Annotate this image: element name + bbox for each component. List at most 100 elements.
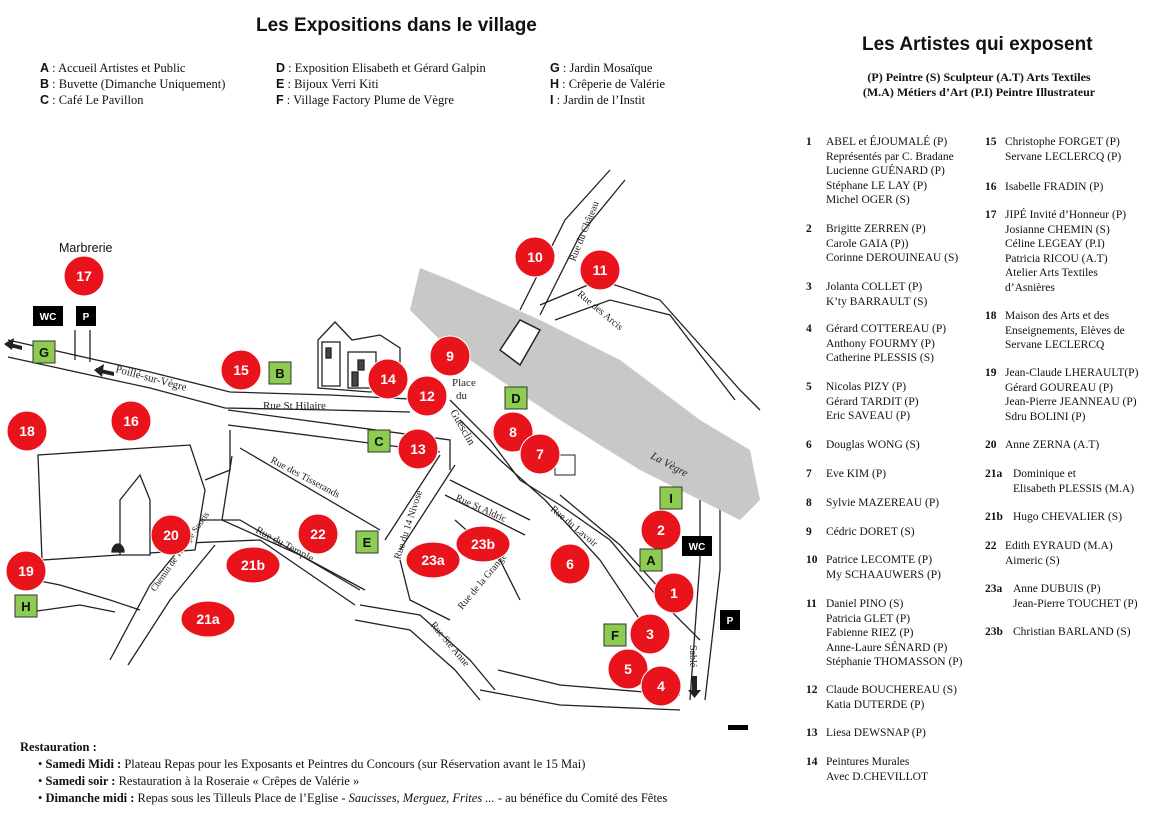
artist-names: ABEL et ÉJOUMALÉ (P)Représentés par C. B… <box>826 135 954 208</box>
artist-names: Gérard COTTEREAU (P)Anthony FOURMY (P)Ca… <box>826 322 946 366</box>
artist-number: 6 <box>806 439 812 451</box>
artist-name: Servane LECLERCQ <box>1005 339 1105 351</box>
place-marker-G <box>32 340 56 364</box>
artist-names: Liesa DEWSNAP (P) <box>826 726 926 741</box>
place-marker-label: I <box>669 491 673 506</box>
artist-entry-6: 6 Douglas WONG (S) <box>806 438 920 453</box>
street-tisserands: Rue des Tisserands <box>269 455 342 501</box>
category-line-2: (M.A) Métiers d’Art (P.I) Peintre Illust… <box>862 85 1096 99</box>
artist-name: Gérard GOUREAU (P) <box>1005 381 1113 394</box>
direction-arrows <box>4 338 701 698</box>
artist-number: 2 <box>806 223 812 235</box>
artist-entry-21b: 21b Hugo CHEVALIER (S) <box>985 510 1122 525</box>
artist-name: Patrice LECOMTE (P) <box>826 554 933 566</box>
artist-number: 10 <box>806 554 818 566</box>
artist-name: Jean-Pierre TOUCHET (P) <box>1013 597 1138 610</box>
exhibit-marker-label: 22 <box>310 526 326 542</box>
parking-label-left: P <box>83 312 90 323</box>
place-marker-F <box>603 623 627 647</box>
exhibit-marker-23b <box>455 525 511 563</box>
artist-name: Céline LEGEAY (P.I) <box>1005 238 1105 250</box>
artist-name: Claude BOUCHEREAU (S) <box>826 684 957 696</box>
exhibit-marker-4 <box>640 665 682 707</box>
artist-number: 21b <box>985 511 1003 523</box>
exhibit-marker-9 <box>429 335 471 377</box>
street-st-aldric: Rue St Aldric <box>454 493 509 525</box>
category-key: (P) Peintre (S) Sculpteur (A.T) Arts Tex… <box>814 70 1144 100</box>
legend-item-f: F : Village Factory Plume de Vègre <box>276 93 454 107</box>
street-arcis: Rue des Arcis <box>575 289 625 333</box>
exhibit-marker-label: 23b <box>471 536 495 552</box>
place-marker-label: D <box>511 391 520 406</box>
arrow-down-sable-icon <box>688 676 701 698</box>
artist-name: Aimeric (S) <box>1005 554 1060 567</box>
artist-number: 12 <box>806 684 818 696</box>
exhibit-marker-label: 1 <box>670 585 678 601</box>
exhibit-marker-label: 14 <box>380 371 396 387</box>
artist-name: Edith EYRAUD (M.A) <box>1005 540 1113 552</box>
artist-names: Jean-Claude LHERAULT(P) Gérard GOUREAU (P… <box>1005 366 1138 424</box>
exhibit-marker-label: 4 <box>657 678 665 694</box>
artist-names: Christian BARLAND (S) <box>1013 625 1131 640</box>
artist-name: Catherine PLESSIS (S) <box>826 352 934 364</box>
artist-name: Eric SAVEAU (P) <box>826 410 911 422</box>
artist-names: Edith EYRAUD (M.A) Aimeric (S) <box>1005 539 1113 568</box>
artist-name: Représentés par C. Bradane <box>826 150 954 163</box>
restauration-item-samedi-midi: • Samedi Midi : Plateau Repas pour les E… <box>38 757 586 771</box>
artist-number: 22 <box>985 540 997 552</box>
artist-name: Gérard COTTEREAU (P) <box>826 323 947 335</box>
exhibit-marker-label: 3 <box>646 626 654 642</box>
exhibit-marker-label: 17 <box>76 268 92 284</box>
exhibit-marker-20 <box>150 514 192 556</box>
place-marker-I <box>659 486 683 510</box>
artist-name: Jean-Claude LHERAULT(P) <box>1005 367 1139 379</box>
exhibit-marker-label: 2 <box>657 522 665 538</box>
exhibit-marker-23a <box>405 541 461 579</box>
exhibit-marker-21b <box>225 546 281 584</box>
artist-number: 5 <box>806 381 812 393</box>
artist-name: Atelier Arts Textiles <box>1005 267 1098 279</box>
exhibit-marker-label: 21b <box>241 557 265 573</box>
artist-names: Nicolas PIZY (P)Gérard TARDIT (P)Eric SA… <box>826 380 919 424</box>
artist-name: Douglas WONG (S) <box>826 439 920 451</box>
artist-entry-22: 22 Edith EYRAUD (M.A) Aimeric (S) <box>985 539 1113 568</box>
legend-item-a: A : Accueil Artistes et Public <box>40 61 186 75</box>
artist-entry-12: 12 Claude BOUCHEREAU (S) Katia DUTERDE (P) <box>806 683 957 712</box>
place-marker-E <box>355 530 379 554</box>
artist-name: Hugo CHEVALIER (S) <box>1013 511 1123 523</box>
exhibit-marker-label: 12 <box>419 388 435 404</box>
place-marker-label: H <box>21 599 30 614</box>
restauration-section: Restauration : • Samedi Midi : Plateau R… <box>20 739 667 807</box>
artist-names: Sylvie MAZEREAU (P) <box>826 496 939 511</box>
place-marker-label: G <box>39 345 49 360</box>
exhibit-marker-8 <box>492 411 534 453</box>
artist-name: Gérard TARDIT (P) <box>826 395 919 408</box>
exhibit-marker-13 <box>397 428 439 470</box>
artist-names: Claude BOUCHEREAU (S) Katia DUTERDE (P) <box>826 683 957 712</box>
artist-names: Isabelle FRADIN (P) <box>1005 180 1103 195</box>
street-place-2: du <box>456 390 468 402</box>
artist-number: 20 <box>985 439 997 451</box>
exhibit-marker-label: 13 <box>410 441 426 457</box>
legend-col-3: G : Jardin Mosaïque H : Crêperie de Valé… <box>550 60 665 108</box>
artist-name: Katia DUTERDE (P) <box>826 698 925 711</box>
wc-box-right <box>682 536 712 556</box>
legend-item-h: H : Crêperie de Valérie <box>550 77 666 91</box>
artist-name: Sylvie MAZEREAU (P) <box>826 497 940 509</box>
place-marker-A <box>639 548 663 572</box>
parking-box-left <box>76 306 96 326</box>
legend-col-2: D : Exposition Elisabeth et Gérard Galpi… <box>276 60 486 108</box>
legend-col-1: A : Accueil Artistes et Public B : Buvet… <box>40 60 225 108</box>
street-place-3: Guesclin <box>447 408 477 448</box>
